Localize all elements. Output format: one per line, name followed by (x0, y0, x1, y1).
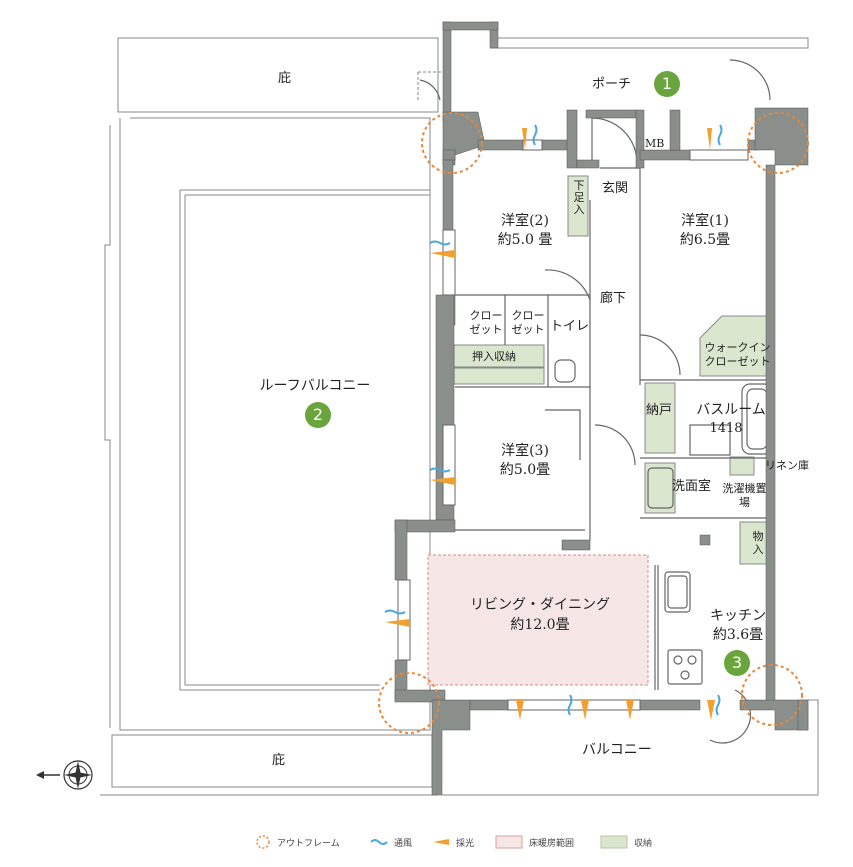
ld-size: 約12.0畳 (510, 617, 570, 633)
shoe-storage-label: 下足入 (573, 179, 585, 217)
balcony-label: バルコニー (582, 742, 652, 758)
outframe-marker-3 (378, 672, 440, 734)
bath-size: 1418 (709, 421, 743, 436)
hallway-label: 廊下 (600, 291, 627, 306)
legend: アウトフレーム 通風 採光 床暖房範囲 収納 (0, 832, 853, 854)
nando-fill (644, 382, 676, 454)
closet-b-label: クローゼット (511, 309, 545, 337)
legend-storage-label: 収納 (634, 838, 653, 849)
floor-heating-legend-icon (495, 835, 523, 849)
closet-a-label: クローゼット (469, 309, 503, 337)
legend-floor-heating: 床暖房範囲 (495, 832, 574, 852)
linen-label: リネン庫 (765, 459, 809, 472)
oshiire-label: 押入収納 (472, 350, 516, 363)
legend-outframe-label: アウトフレーム (277, 838, 340, 849)
compass-icon (36, 760, 93, 790)
outframe-legend-icon (256, 835, 270, 849)
daylight-legend-icon (433, 839, 449, 845)
washroom-label: 洗面室 (672, 479, 712, 494)
outframe-marker-1 (421, 112, 483, 174)
roof-balcony-outline (119, 117, 431, 731)
ventilation-arrow (384, 124, 723, 716)
laundry-label: 洗濯機置場 (722, 482, 767, 510)
legend-ventilation: 通風 (370, 832, 412, 852)
toilet-label: トイレ (550, 319, 590, 334)
floor-heating-area (427, 554, 649, 686)
room1-name: 洋室(1) (681, 213, 729, 229)
eaves-top-label: 庇 (278, 71, 292, 86)
legend-ventilation-label: 通風 (394, 838, 413, 849)
sink (664, 571, 691, 613)
roof-balcony-label: ルーフバルコニー (259, 378, 371, 394)
storage-label: 物入 (752, 530, 764, 557)
room2-name: 洋室(2) (501, 213, 549, 229)
room3-size: 約5.0畳 (499, 462, 551, 478)
outframe-marker-4 (741, 664, 803, 726)
walkin-label: ウォークインクローゼット (704, 341, 771, 368)
legend-daylight: 採光 (432, 832, 474, 852)
nando-label: 納戸 (646, 403, 673, 418)
kitchen-name: キッチン (710, 608, 766, 624)
room3-name: 洋室(3) (501, 443, 549, 459)
ventilation-legend-icon (370, 839, 388, 845)
mb-label: MB (645, 137, 665, 150)
ld-name: リビング・ダイニング (470, 597, 610, 613)
outframe-marker-2 (747, 112, 809, 174)
badge-porch: 1 (654, 71, 680, 97)
badge-roof-balcony: 2 (305, 402, 331, 428)
shoe-storage-fill (567, 175, 589, 237)
porch-label: ポーチ (592, 77, 632, 92)
stove (667, 649, 703, 685)
room2-size: 約5.0 畳 (497, 232, 553, 248)
washroom-storage-fill (644, 462, 676, 514)
daylight-arrow (385, 128, 715, 720)
toilet-fixture (554, 359, 576, 383)
legend-storage: 収納 (600, 832, 652, 852)
linen-fill (729, 456, 755, 476)
storage-legend-icon (600, 835, 628, 849)
legend-daylight-label: 採光 (456, 838, 475, 849)
badge-kitchen: 3 (724, 650, 750, 676)
genkan-label: 玄関 (602, 181, 629, 196)
legend-floor-heating-label: 床暖房範囲 (529, 838, 575, 849)
room1-size: 約6.5畳 (679, 232, 731, 248)
bath-name: バスルーム (696, 402, 766, 418)
eaves-bottom-label: 庇 (272, 753, 286, 768)
kitchen-size: 約3.6畳 (712, 627, 764, 643)
wash-basin (647, 467, 674, 509)
legend-outframe: アウトフレーム (255, 832, 340, 852)
eaves-top-area (117, 37, 439, 113)
